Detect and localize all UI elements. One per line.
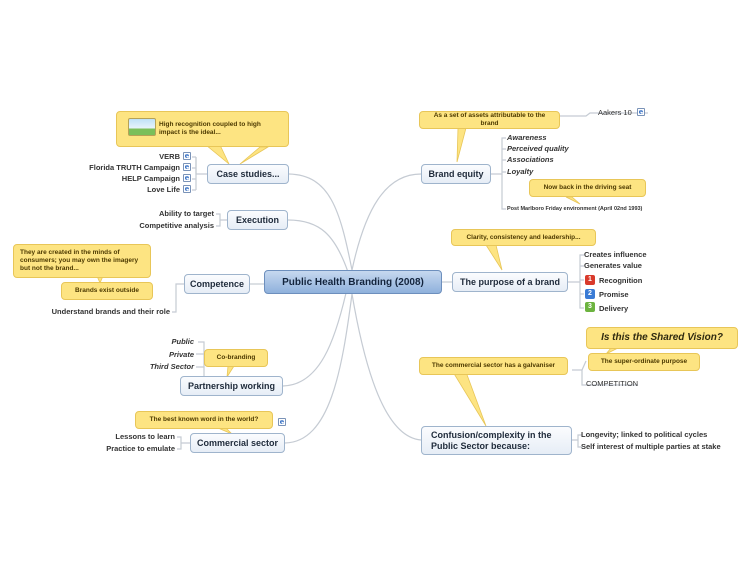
delivery-leaf[interactable]: Delivery [599,304,629,313]
marlboro-friday-footnote[interactable]: Post Marlboro Friday environment (April … [507,206,643,212]
galvaniser-callout[interactable]: The commercial sector has a galvaniser [419,357,568,375]
link-case-studies [288,173,353,271]
case-study-help[interactable]: HELP Campaign [121,174,180,183]
partnership-node[interactable]: Partnership working [180,376,283,396]
shared-vision-callout[interactable]: Is this the Shared Vision? [586,327,738,349]
competence-minds-callout-text: They are created in the minds of consume… [20,249,139,272]
awareness-leaf[interactable]: Awareness [507,133,547,142]
best-known-word-callout[interactable]: The best known word in the world? [135,411,273,429]
brand-assets-callout[interactable]: As a set of assets attributable to the b… [419,111,560,129]
driving-seat-callout[interactable]: Now back in the driving seat [529,179,646,197]
recognition-leaf[interactable]: Recognition [599,276,643,285]
brands-exist-outside-text: Brands exist outside [75,287,139,294]
competition-leaf[interactable]: COMPETITION [586,379,639,388]
lessons-to-learn[interactable]: Lessons to learn [115,432,175,441]
web-link-icon[interactable]: e [183,151,191,160]
associations-leaf[interactable]: Associations [507,155,554,164]
link-partnership [282,292,347,387]
longevity-leaf[interactable]: Longevity; linked to political cycles [581,430,708,439]
link-confusion [351,293,422,441]
confusion-node[interactable]: Confusion/complexity in the Public Secto… [421,426,572,455]
brands-exist-outside-callout[interactable]: Brands exist outside [61,282,153,300]
co-branding-callout[interactable]: Co-branding [204,349,268,367]
link-execution [287,219,349,273]
case-study-verb[interactable]: VERB [159,152,180,161]
galvaniser-text: The commercial sector has a galvaniser [431,362,556,369]
partnership-public[interactable]: Public [171,337,194,346]
practice-to-emulate[interactable]: Practice to emulate [106,444,175,453]
co-branding-text: Co-branding [216,354,256,361]
loyalty-leaf[interactable]: Loyalty [507,167,534,176]
partnership-third-sector[interactable]: Third Sector [149,362,194,371]
case-study-florida-truth[interactable]: Florida TRUTH Campaign [89,163,180,172]
understand-brands-leaf[interactable]: Understand brands and their role [51,307,170,316]
case-studies-callout-text: High recognition coupled to high impact … [159,121,261,136]
generates-value-leaf[interactable]: Generates value [584,261,642,270]
case-study-love-life[interactable]: Love Life [147,185,180,194]
web-link-icon[interactable]: e [183,162,191,171]
driving-seat-text: Now back in the driving seat [543,184,632,191]
self-interest-leaf[interactable]: Self interest of multiple parties at sta… [581,442,721,451]
execution-competitive-analysis[interactable]: Competitive analysis [139,221,214,230]
shared-vision-text: Is this the Shared Vision? [601,332,723,343]
case-studies-node[interactable]: Case studies... [207,164,289,184]
web-link-icon[interactable]: e [183,173,191,182]
link-brand-equity [351,173,422,271]
clarity-text: Clarity, consistency and leadership... [466,233,581,241]
creates-influence-leaf[interactable]: Creates influence [584,250,647,259]
commercial-sector-node[interactable]: Commercial sector [190,433,285,453]
promise-leaf[interactable]: Promise [599,290,629,299]
competence-minds-callout[interactable]: They are created in the minds of consume… [13,244,151,278]
super-ordinate-callout[interactable]: The super-ordinate purpose [588,353,700,371]
number-2-icon: 2 [585,289,595,299]
web-link-icon[interactable]: e [637,107,645,116]
brand-assets-text: As a set of assets attributable to the b… [433,112,546,127]
execution-node[interactable]: Execution [227,210,288,230]
perceived-quality-leaf[interactable]: Perceived quality [507,144,569,153]
web-link-icon[interactable]: e [183,184,191,193]
central-topic[interactable]: Public Health Branding (2008) [264,270,442,294]
execution-ability-to-target[interactable]: Ability to target [158,209,214,218]
partnership-private[interactable]: Private [168,350,194,359]
number-3-icon: 3 [585,302,595,312]
best-known-word-text: The best known word in the world? [149,416,259,423]
number-1-icon: 1 [585,275,595,285]
competence-node[interactable]: Competence [184,274,250,294]
web-link-icon[interactable]: e [278,417,286,426]
super-ordinate-text: The super-ordinate purpose [600,358,688,365]
aakers-10-reference[interactable]: Aakers 10 [598,108,632,117]
brand-equity-node[interactable]: Brand equity [421,164,491,184]
link-commercial [284,293,353,444]
clarity-callout[interactable]: Clarity, consistency and leadership... [451,229,596,246]
purpose-node[interactable]: The purpose of a brand [452,272,568,292]
image-icon [128,118,156,136]
